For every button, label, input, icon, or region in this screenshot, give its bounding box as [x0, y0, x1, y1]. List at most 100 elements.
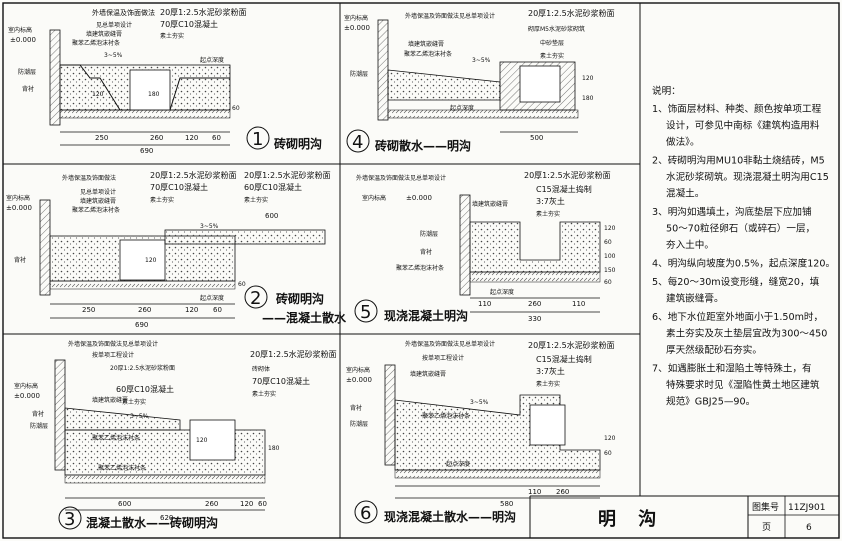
label-concrete: 60厚C10混凝土: [116, 384, 174, 394]
concrete-channel: [469, 221, 601, 273]
channel: [119, 239, 166, 281]
label-damp: 防潮层: [350, 70, 368, 78]
label-slope: 3~5%: [470, 399, 489, 406]
channel: [529, 404, 566, 446]
detail-title: 混凝土散水——砖砌明沟: [86, 515, 218, 530]
detail-1: 外墙保温及饰面做法 20厚1:2.5水泥砂浆粉面 70厚C10混凝土 素土夯实 …: [8, 7, 322, 155]
label-indoor: 室内标高: [6, 194, 30, 202]
notes-heading: 说明：: [652, 85, 681, 97]
note-line: 做法》。: [666, 136, 700, 148]
dim-text: 60: [604, 450, 612, 457]
label-zero: ±0.000: [344, 24, 370, 32]
label-concrete: C15混凝土捣制: [536, 184, 592, 194]
dim-text: 500: [530, 134, 543, 142]
page-number: 6: [806, 523, 812, 533]
label-top-note: 外墙保温及饰面做法见总单项设计: [405, 12, 495, 20]
dim-text: 690: [140, 147, 153, 155]
note-line: 建筑嵌缝膏。: [666, 293, 724, 305]
soil-layer: [387, 109, 579, 119]
label-concrete: 70厚C10混凝土: [160, 19, 218, 29]
label-zero: ±0.000: [406, 194, 432, 202]
label-l2: 填建筑嵌缝膏: [410, 370, 446, 378]
detail-2: 外墙保温及饰面做法 见总单项设计 填建筑嵌缝膏 聚苯乙烯泡沫衬条 20厚1:2.…: [6, 170, 347, 329]
detail-title: 砖砌明沟: [274, 136, 322, 151]
label-soil2: 素土夯实: [252, 390, 276, 398]
label-l1: 见总单项设计: [96, 21, 132, 29]
dim-text: 60: [604, 279, 612, 286]
note-line: 水泥砂浆砌筑。现浇混凝土明沟用C15: [666, 171, 829, 183]
label-l2: 填建筑嵌缝膏: [92, 396, 128, 404]
detail-number-circle: [58, 506, 82, 530]
note-line: 混凝土。: [666, 188, 704, 200]
note-line: 设计，可参见中南标《建筑构造用料: [666, 120, 820, 132]
label-soil: 素土夯实: [122, 398, 146, 406]
detail-number-circle: [354, 500, 378, 524]
detail-title: 砖砌散水——明沟: [375, 138, 471, 153]
label-brick: 砖砌体: [252, 365, 270, 373]
label-l2: 填建筑嵌缝膏: [80, 197, 116, 205]
note-line: 规范》GBJ25—90。: [666, 396, 755, 408]
soil-layer: [64, 474, 266, 484]
dim-text: 110: [478, 300, 491, 308]
channel: [189, 419, 236, 461]
label-concrete2: 60厚C10混凝土: [244, 182, 302, 192]
note-line: 7、如遇膨胀土和湿陷土等特殊土，有: [652, 363, 812, 375]
detail-number-circle: [244, 285, 268, 309]
lime-soil-layer: [469, 271, 601, 283]
label-soil: 素土夯实: [160, 32, 184, 40]
dim-text: 260: [556, 488, 569, 496]
wall: [377, 19, 389, 121]
dim-text: 120: [92, 91, 104, 98]
label-zero: ±0.000: [6, 204, 32, 212]
label-slope: 3~5%: [472, 57, 491, 64]
label-soil2: 素土夯实: [244, 196, 268, 204]
note-line: 素土夯实及灰土垫层宜改为300～450: [666, 328, 827, 340]
notes-panel: 说明： 1、饰面层材料、种类、颜色按单项工程设计，可参见中南标《建筑构造用料做法…: [652, 85, 835, 408]
label-l2: 聚苯乙烯泡沫衬条: [404, 50, 452, 58]
dim-text: 60: [212, 134, 221, 142]
label-l1: 按单项工程设计: [422, 354, 464, 362]
label-mortar2: 20厚1:2.5水泥砂浆粉面: [250, 349, 337, 359]
label-sand: 中砂垫层: [540, 39, 564, 47]
note-line: 6、地下水位距室外地面小于1.50m时，: [652, 311, 823, 323]
dim-text: 600: [265, 212, 278, 220]
detail-4: 外墙保温及饰面做法见总单项设计 填建筑嵌缝膏 聚苯乙烯泡沫衬条 20厚1:2.5…: [344, 8, 615, 153]
detail-number: 4: [352, 132, 363, 153]
dim-text: 120: [145, 257, 157, 264]
apron: [64, 407, 181, 431]
dim-text: 60: [258, 500, 267, 508]
label-top-note: 外墙保温及饰面做法: [92, 8, 155, 17]
atlas-label: 图集号: [752, 501, 779, 513]
label-start-depth: 起点深度: [200, 294, 224, 302]
label-top-note: 外墙保温及饰面做法: [62, 174, 116, 182]
dim-text: 330: [528, 315, 541, 323]
dim-text: 690: [135, 321, 148, 329]
label-l1: 见总单项设计: [80, 188, 116, 196]
label-soil: 素土夯实: [540, 52, 564, 60]
label-zero: ±0.000: [10, 36, 36, 44]
label-l3: 聚苯乙烯泡沫衬条: [72, 206, 120, 214]
note-line: 5、每20～30m设变形缝，缝宽20，填: [652, 276, 820, 288]
label-start-depth: 起点深度: [450, 104, 474, 112]
dim-text: 600: [118, 500, 131, 508]
label-plinth: 背衬: [350, 404, 362, 412]
label-start-depth: 起点深度: [446, 460, 470, 468]
dim-text: 60: [213, 306, 222, 314]
wall: [54, 359, 66, 471]
label-indoor: 室内标高: [344, 14, 368, 22]
label-indoor: 室内标高: [346, 366, 370, 374]
detail-number: 2: [250, 288, 261, 309]
label-indoor: 室内标高: [14, 382, 38, 390]
apron: [164, 229, 326, 245]
detail-number-circle: [346, 129, 370, 153]
label-slope: 3~5%: [130, 413, 149, 420]
dim-text: 150: [604, 267, 616, 274]
apron: [387, 69, 501, 101]
dim-text: 100: [604, 253, 616, 260]
dim-text: 60: [238, 281, 246, 288]
label-mortar: 20厚1:2.5水泥砂浆粉面: [160, 7, 247, 17]
label-start-depth: 起点深度: [490, 288, 514, 296]
detail-number: 1: [252, 129, 263, 150]
label-mortar: 20厚1:2.5水泥砂浆粉面: [150, 170, 237, 180]
